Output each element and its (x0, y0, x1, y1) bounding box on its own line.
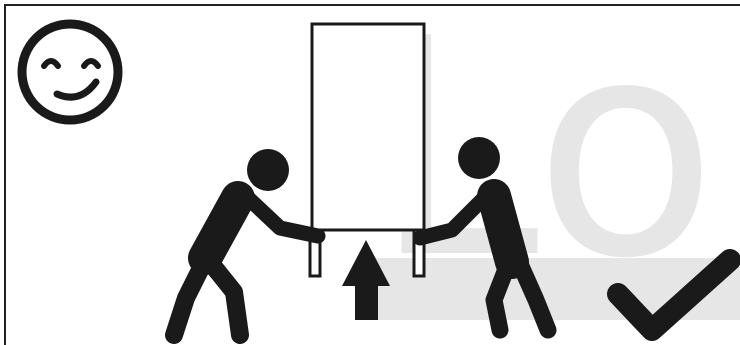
smiley-face-icon (22, 24, 118, 120)
person-pushing-icon-left (174, 149, 318, 335)
cabinet-outline (310, 24, 424, 276)
